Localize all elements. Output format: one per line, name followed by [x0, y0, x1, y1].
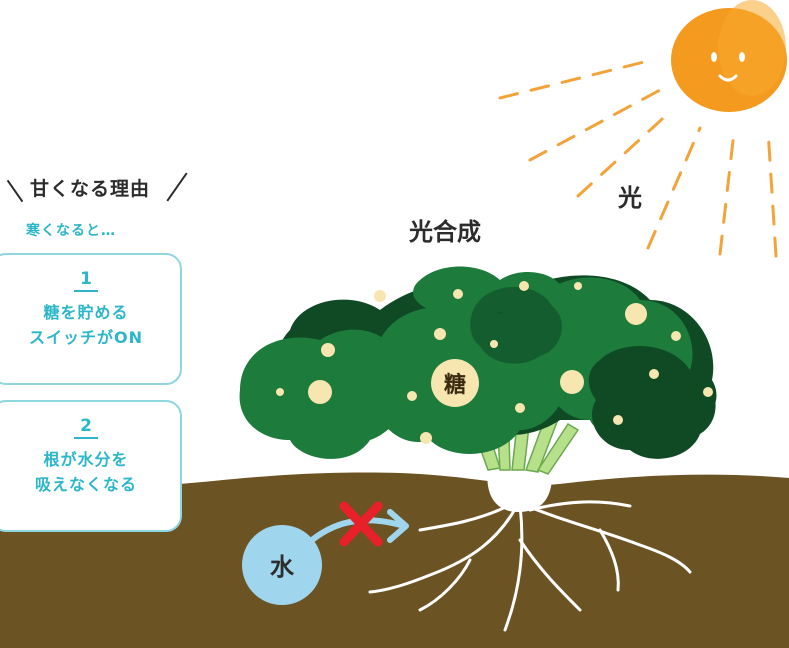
- reason-text-line: スイッチがON: [29, 328, 143, 347]
- reason-text-line: 根が水分を: [43, 450, 129, 469]
- photosynthesis-label: 光合成: [408, 218, 481, 246]
- light-label: 光: [617, 184, 642, 212]
- root-bulb: [487, 468, 553, 512]
- reasons-title: 甘くなる理由: [0, 170, 188, 210]
- roots: [368, 498, 692, 632]
- soil-top-edge: [180, 472, 789, 496]
- sugar-label: 糖: [444, 372, 466, 398]
- soil: [0, 475, 789, 648]
- water-drop: [242, 525, 322, 605]
- sun-rays: [498, 58, 778, 258]
- title-slash-left: [6, 179, 24, 203]
- leaf-spots: [276, 281, 713, 444]
- reasons-title-text: 甘くなる理由: [30, 178, 151, 200]
- smiling-sun-icon: [671, 0, 787, 112]
- red-x-icon: [339, 501, 383, 547]
- sugar-badge: [431, 359, 479, 407]
- reason-number: 2: [74, 416, 98, 439]
- water-label: 水: [270, 553, 295, 581]
- reasons-subtitle: 寒くなると…: [26, 223, 116, 239]
- leaves: [239, 266, 717, 459]
- reason-card-1: 1 糖を貯める スイッチがON: [0, 253, 182, 385]
- reason-text-line: 吸えなくなる: [34, 475, 137, 494]
- reason-card-2: 2 根が水分を 吸えなくなる: [0, 400, 182, 532]
- reason-number: 1: [74, 269, 98, 292]
- reason-text-line: 糖を貯める: [43, 303, 129, 322]
